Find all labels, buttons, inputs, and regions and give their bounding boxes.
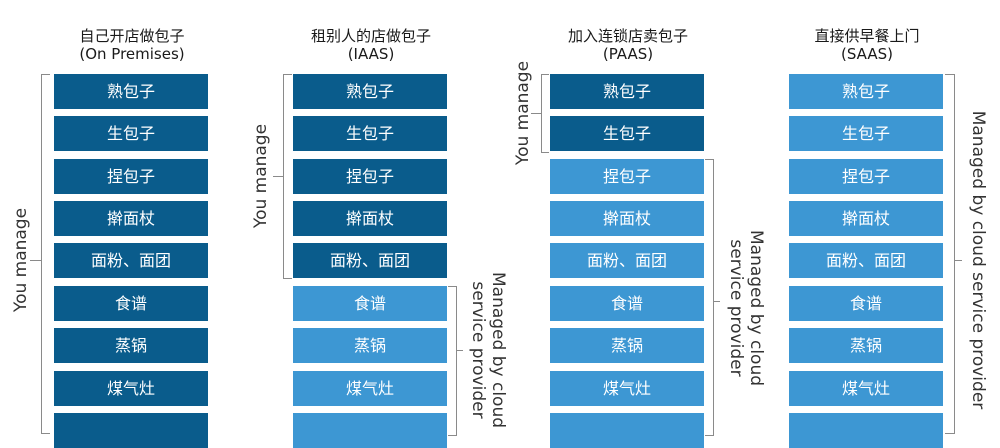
layer-box: 熟包子: [293, 74, 447, 109]
you-manage-label: You manage: [513, 60, 533, 166]
layer-box: 熟包子: [54, 74, 208, 109]
layer-box: 捏包子: [550, 159, 704, 194]
layer-box: 擀面杖: [54, 201, 208, 236]
you-manage-label: You manage: [251, 123, 271, 229]
column-title-en: (On Premises): [79, 45, 185, 63]
bracket-tick: [273, 176, 283, 177]
column-title-zh: 直接供早餐上门: [814, 27, 920, 45]
provider-label: Managed by cloud service provider: [468, 272, 508, 428]
provider-label: Managed by cloud service provider: [968, 111, 988, 410]
you-manage-bracket: [41, 74, 50, 434]
column-title-zh: 租别人的店做包子: [310, 27, 431, 45]
you-manage-bracket: [283, 74, 292, 279]
layer-box: 面粉、面团: [789, 243, 943, 278]
layer-box: 蒸锅: [789, 328, 943, 363]
layer-box: 蒸锅: [293, 328, 447, 363]
layer-box: 生包子: [54, 116, 208, 151]
layer-box-partial: [789, 413, 943, 448]
layer-box: 捏包子: [293, 159, 447, 194]
provider-label: Managed by cloud service provider: [726, 230, 766, 386]
layer-box: 蒸锅: [54, 328, 208, 363]
provider-bracket: [705, 159, 714, 436]
bracket-tick: [531, 113, 541, 114]
provider-label-line1: Managed by cloud: [488, 271, 508, 429]
provider-bracket: [448, 286, 457, 436]
column-title-zh: 加入连锁店卖包子: [567, 27, 688, 45]
column-title-en: (IAAS): [347, 45, 395, 63]
column-title-en: (PAAS): [602, 45, 654, 63]
layer-box: 擀面杖: [789, 201, 943, 236]
provider-bracket: [945, 74, 955, 434]
layer-box: 蒸锅: [550, 328, 704, 363]
you-manage-label: You manage: [11, 207, 31, 313]
column-title-en: (SAAS): [841, 45, 893, 63]
column-title: 直接供早餐上门 (SAAS): [759, 26, 975, 63]
layer-box: 擀面杖: [550, 201, 704, 236]
layer-box: 煤气灶: [293, 371, 447, 406]
layer-box-partial: [550, 413, 704, 448]
layer-box: 熟包子: [550, 74, 704, 109]
layer-box-partial: [54, 413, 208, 448]
layer-box: 煤气灶: [550, 371, 704, 406]
layer-box: 面粉、面团: [550, 243, 704, 278]
bracket-tick: [955, 260, 962, 261]
layer-box: 生包子: [550, 116, 704, 151]
bracket-tick: [30, 260, 41, 261]
provider-label-line2: service provider: [468, 281, 488, 419]
layer-box: 捏包子: [789, 159, 943, 194]
layer-box: 食谱: [789, 286, 943, 321]
column-title: 租别人的店做包子 (IAAS): [263, 26, 479, 63]
layer-box: 食谱: [293, 286, 447, 321]
layer-box: 食谱: [54, 286, 208, 321]
column-title: 加入连锁店卖包子 (PAAS): [520, 26, 736, 63]
layer-box: 擀面杖: [293, 201, 447, 236]
column-title-zh: 自己开店做包子: [79, 27, 185, 45]
layer-box: 生包子: [789, 116, 943, 151]
layer-box: 捏包子: [54, 159, 208, 194]
bracket-tick: [457, 350, 463, 351]
bracket-tick: [714, 301, 720, 302]
layer-box: 面粉、面团: [293, 243, 447, 278]
provider-label-line2: service provider: [726, 239, 746, 377]
provider-label-line1: Managed by cloud: [746, 229, 766, 387]
you-manage-bracket: [541, 74, 549, 153]
layer-box: 生包子: [293, 116, 447, 151]
layer-box: 面粉、面团: [54, 243, 208, 278]
layer-box-partial: [293, 413, 447, 448]
layer-box: 熟包子: [789, 74, 943, 109]
provider-label-line1: Managed by cloud service provider: [968, 110, 988, 410]
layer-box: 煤气灶: [789, 371, 943, 406]
layer-box: 煤气灶: [54, 371, 208, 406]
column-title: 自己开店做包子 (On Premises): [24, 26, 240, 63]
layer-box: 食谱: [550, 286, 704, 321]
